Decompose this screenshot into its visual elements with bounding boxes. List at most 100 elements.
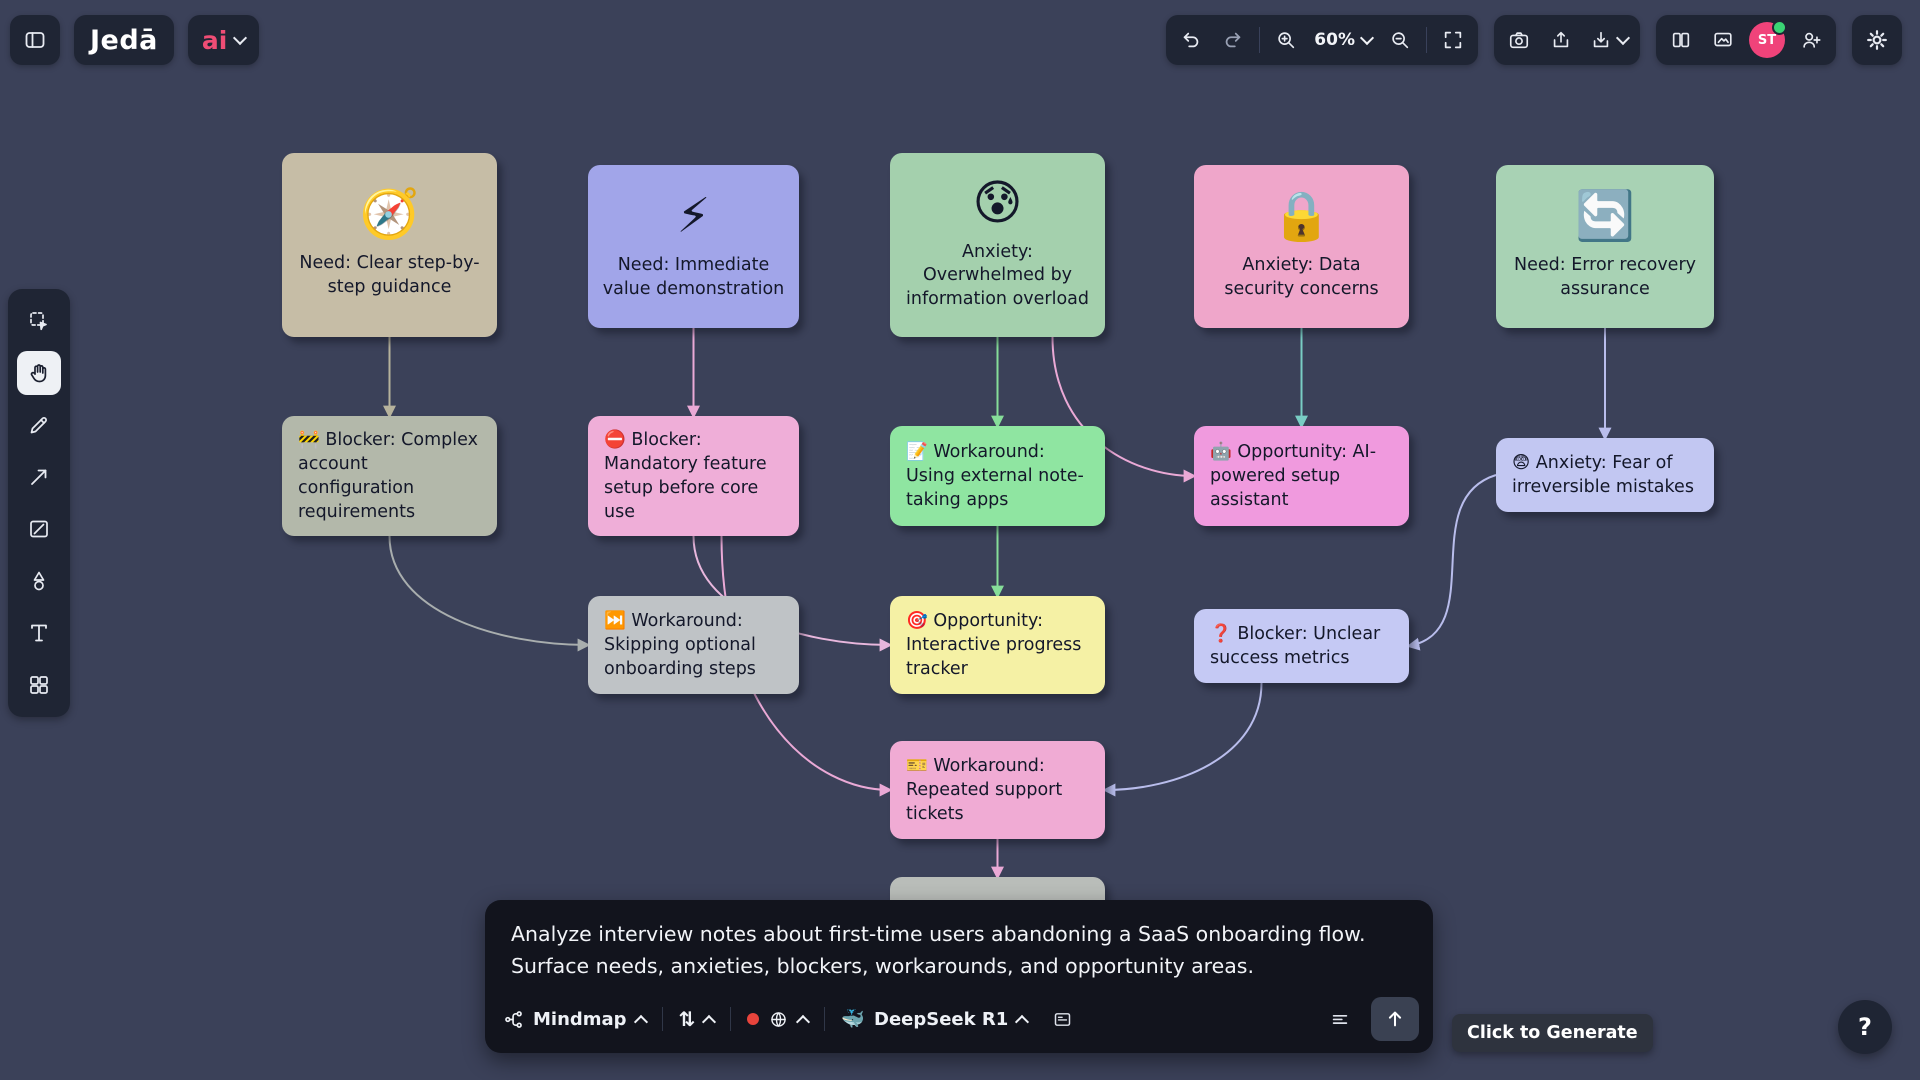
- settings-group: [1852, 15, 1902, 65]
- mindmap-icon: [503, 1009, 524, 1030]
- prompt-input[interactable]: Analyze interview notes about first-time…: [511, 922, 1366, 978]
- node-label: Anxiety: Data security concerns: [1224, 254, 1379, 299]
- frame-tool[interactable]: [17, 507, 61, 551]
- zoom-level-dropdown[interactable]: 60%: [1308, 30, 1378, 50]
- topbar-right: 60%: [1166, 15, 1902, 65]
- mode-label: Mindmap: [533, 1008, 627, 1030]
- generate-button[interactable]: [1371, 997, 1419, 1041]
- arrow-icon: [27, 465, 51, 489]
- camera-icon: [1508, 29, 1530, 51]
- pencil-icon: [27, 413, 51, 437]
- apps-tool[interactable]: [17, 663, 61, 707]
- template-card-button[interactable]: [1043, 1001, 1081, 1037]
- node-label: 🚧 Blocker: Complex account configuration…: [298, 429, 478, 523]
- shapes-icon: [27, 569, 51, 593]
- upload-button[interactable]: [1541, 20, 1581, 60]
- model-selector[interactable]: 🐳 DeepSeek R1: [837, 1005, 1031, 1034]
- node-label: Need: Clear step-by-step guidance: [299, 253, 480, 297]
- app-logo[interactable]: Jedā: [74, 15, 174, 65]
- node-label: ⏭️ Workaround: Skipping optional onboard…: [604, 610, 756, 680]
- divider: [1426, 27, 1427, 53]
- node-label: ❓ Blocker: Unclear success metrics: [1210, 623, 1381, 668]
- select-tool[interactable]: [17, 299, 61, 343]
- divider: [730, 1007, 732, 1031]
- mindmap-node[interactable]: 🤖 Opportunity: AI-powered setup assistan…: [1194, 426, 1409, 526]
- node-label: Need: Error recovery assurance: [1514, 254, 1696, 299]
- snapshot-button[interactable]: [1499, 20, 1539, 60]
- mindmap-node[interactable]: ⏭️ Workaround: Skipping optional onboard…: [588, 596, 799, 694]
- zoom-in-button[interactable]: [1266, 20, 1306, 60]
- gear-icon: [1865, 28, 1889, 52]
- layout-panels-button[interactable]: [1661, 20, 1701, 60]
- avatar[interactable]: ST: [1749, 20, 1787, 58]
- chevron-down-icon: [1615, 30, 1631, 46]
- capture-export-group: [1494, 15, 1640, 65]
- undo-icon: [1180, 29, 1202, 51]
- shapes-tool[interactable]: [17, 559, 61, 603]
- frame-icon: [27, 517, 51, 541]
- help-label: ?: [1858, 1013, 1872, 1041]
- text-tool[interactable]: [17, 611, 61, 655]
- download-button[interactable]: [1583, 20, 1635, 60]
- node-emoji: 😰: [972, 174, 1023, 231]
- mode-selector[interactable]: Mindmap: [499, 1005, 650, 1034]
- chevron-up-icon: [796, 1014, 811, 1029]
- mindmap-node[interactable]: 🧭Need: Clear step-by-step guidance: [282, 153, 497, 337]
- mindmap-node[interactable]: 😨 Anxiety: Fear of irreversible mistakes: [1496, 438, 1714, 512]
- chevron-down-icon: [1359, 30, 1375, 46]
- node-label: 🎫 Workaround: Repeated support tickets: [906, 755, 1063, 825]
- ai-menu-button[interactable]: ai: [187, 15, 260, 65]
- mindmap-node[interactable]: ⛔ Blocker: Mandatory feature setup befor…: [588, 416, 799, 536]
- node-emoji: 🔄: [1575, 187, 1635, 244]
- fullscreen-button[interactable]: [1433, 20, 1473, 60]
- text-icon: [27, 621, 51, 645]
- settings-button[interactable]: [1857, 20, 1897, 60]
- queue-button[interactable]: [1321, 1001, 1359, 1037]
- status-dot-icon: [747, 1013, 760, 1025]
- zoom-out-button[interactable]: [1380, 20, 1420, 60]
- lines-icon: [1329, 1008, 1351, 1030]
- generate-tooltip: Click to Generate: [1452, 1014, 1653, 1052]
- mindmap-node[interactable]: 🚧 Blocker: Complex account configuration…: [282, 416, 497, 536]
- model-label: DeepSeek R1: [874, 1008, 1009, 1030]
- invite-button[interactable]: [1791, 20, 1831, 60]
- card-icon: [1052, 1009, 1073, 1030]
- sidebar-toggle-button[interactable]: [10, 15, 60, 65]
- prompt-panel: Analyze interview notes about first-time…: [485, 900, 1433, 1053]
- arrow-tool[interactable]: [17, 455, 61, 499]
- help-button[interactable]: ?: [1838, 1000, 1892, 1054]
- mindmap-node[interactable]: ❓ Blocker: Unclear success metrics: [1194, 609, 1409, 683]
- mindmap-node[interactable]: 😰Anxiety: Overwhelmed by information ove…: [890, 153, 1105, 337]
- language-selector[interactable]: [743, 1005, 812, 1034]
- divider: [824, 1007, 826, 1031]
- divider: [661, 1007, 663, 1031]
- undo-button[interactable]: [1171, 20, 1211, 60]
- node-emoji: 🔒: [1271, 187, 1332, 244]
- deepseek-whale-icon: 🐳: [841, 1007, 866, 1030]
- chevron-up-icon: [1015, 1014, 1030, 1029]
- tool-palette: [8, 289, 70, 717]
- prompt-toolbar: Mindmap ⇅ 🐳 DeepSeek R1: [485, 989, 1433, 1053]
- mindmap-node[interactable]: ⚡Need: Immediate value demonstration: [588, 165, 799, 328]
- mindmap-node[interactable]: 🎫 Workaround: Repeated support tickets: [890, 741, 1105, 839]
- mindmap-node[interactable]: 📝 Workaround: Using external note-taking…: [890, 426, 1105, 526]
- hand-icon: [27, 361, 51, 385]
- marquee-select-icon: [27, 309, 51, 333]
- presentation-button[interactable]: [1703, 20, 1743, 60]
- mindmap-node[interactable]: 🎯 Opportunity: Interactive progress trac…: [890, 596, 1105, 694]
- hand-tool[interactable]: [17, 351, 61, 395]
- direction-selector[interactable]: ⇅: [675, 1005, 719, 1033]
- node-label: 😨 Anxiety: Fear of irreversible mistakes: [1512, 452, 1694, 497]
- app-logo-text: Jedā: [90, 24, 158, 56]
- chevron-up-icon: [633, 1014, 648, 1029]
- divider: [1259, 27, 1261, 53]
- zoom-out-icon: [1389, 29, 1411, 51]
- node-label: Need: Immediate value demonstration: [602, 254, 785, 299]
- node-label: 🤖 Opportunity: AI-powered setup assistan…: [1210, 441, 1377, 511]
- mindmap-node[interactable]: 🔒 Anxiety: Data security concerns: [1194, 165, 1409, 328]
- pen-tool[interactable]: [17, 403, 61, 447]
- redo-button[interactable]: [1213, 20, 1253, 60]
- chevron-up-icon: [702, 1014, 717, 1029]
- history-zoom-group: 60%: [1166, 15, 1478, 65]
- mindmap-node[interactable]: 🔄 Need: Error recovery assurance: [1496, 165, 1714, 328]
